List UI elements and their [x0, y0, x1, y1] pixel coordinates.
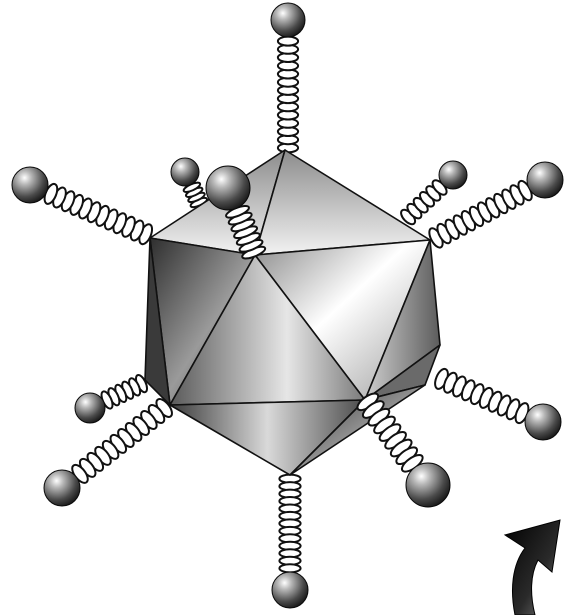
- spike-ball: [439, 161, 467, 189]
- spike-coil: [279, 564, 300, 572]
- spike-ball: [12, 167, 48, 203]
- spike-upper-left-back: [171, 158, 208, 209]
- spike-ball: [75, 393, 105, 423]
- spike-bottom: [272, 475, 308, 608]
- spike-ball: [272, 572, 308, 608]
- spike-ball: [44, 470, 80, 506]
- spike-ball: [525, 404, 561, 440]
- curved-arrow-icon: [505, 520, 560, 615]
- spike-lower-left: [44, 396, 175, 506]
- spike-ball: [271, 3, 305, 37]
- face-top-right: [255, 150, 430, 255]
- spike-lower-left-back: [75, 373, 149, 423]
- spike-upper-left: [12, 167, 155, 246]
- spike-ball: [406, 463, 450, 507]
- spike-coil: [278, 37, 298, 46]
- spike-ball: [206, 166, 250, 210]
- spike-right: [432, 367, 561, 440]
- spike-ball: [527, 162, 563, 198]
- spike-top: [271, 3, 305, 152]
- spike-front-bottom-right: [355, 390, 450, 507]
- spike-ball: [171, 158, 199, 186]
